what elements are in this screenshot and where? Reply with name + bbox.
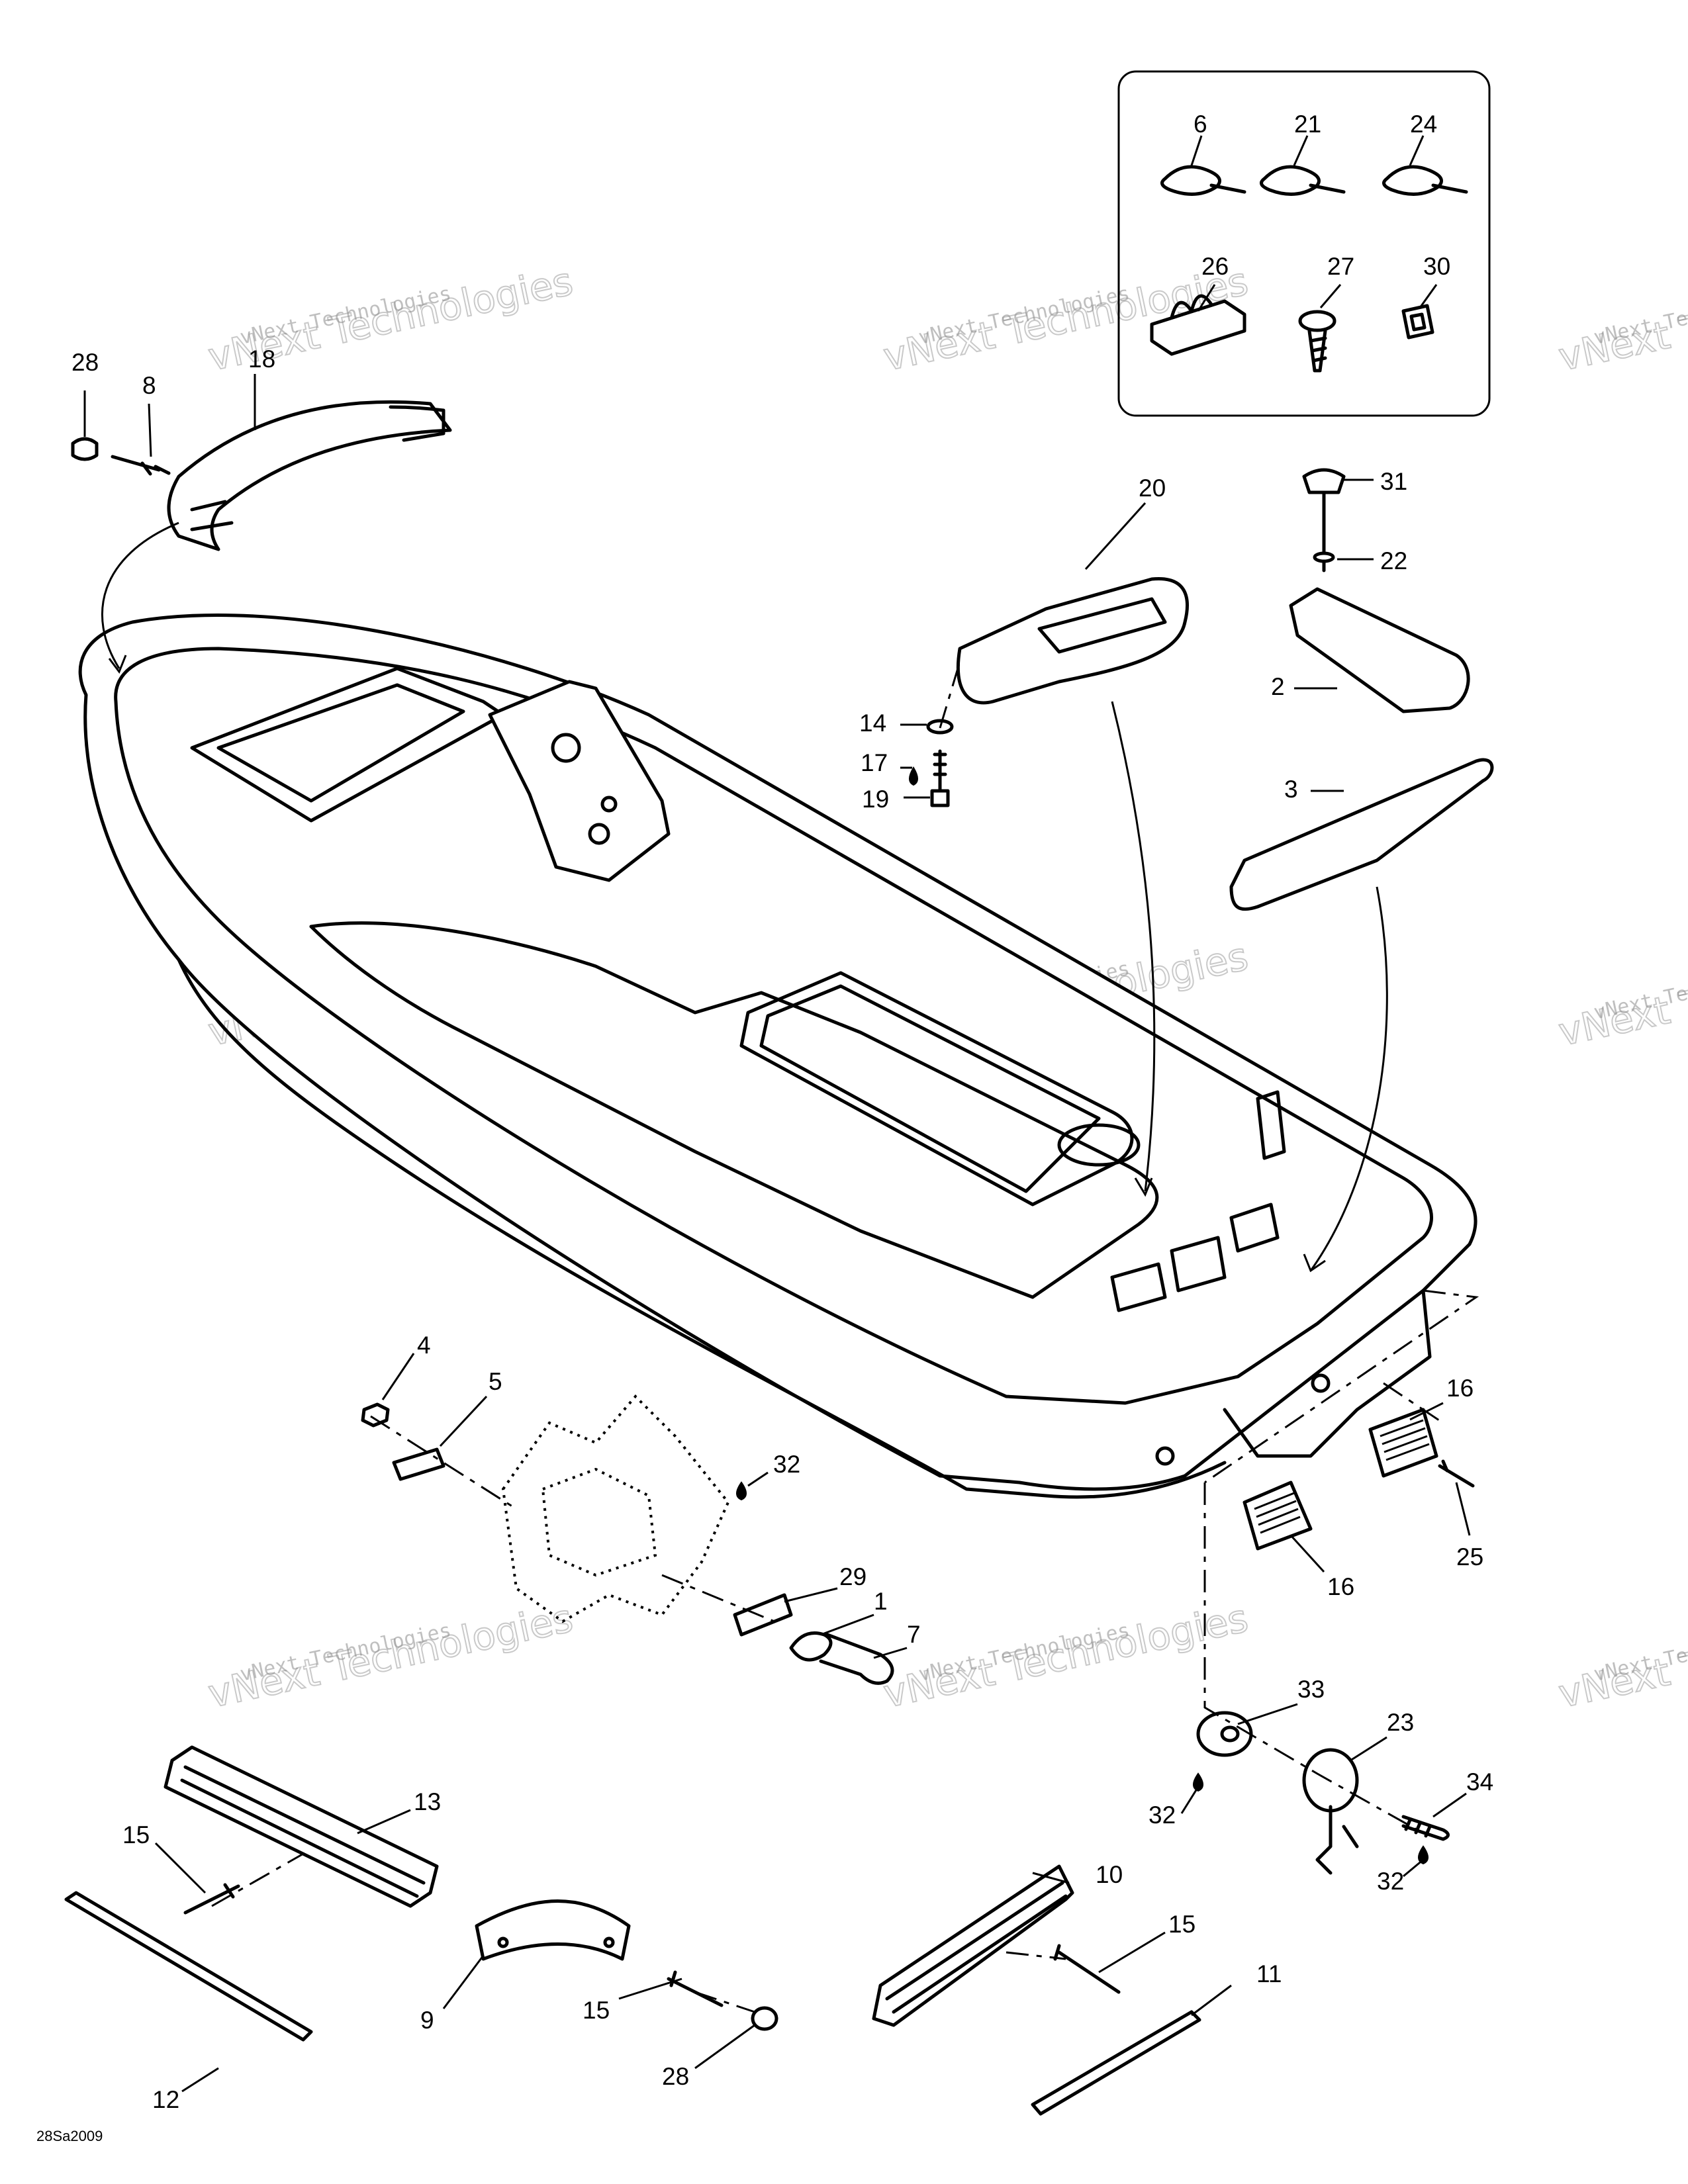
trim-strip-12 <box>64 1891 313 2042</box>
callout-labels: 6 21 24 26 27 30 28 8 18 20 31 22 2 14 1… <box>71 111 1493 2113</box>
small-parts-inset <box>1117 70 1491 417</box>
callout-17: 17 <box>861 749 888 776</box>
callout-6: 6 <box>1194 111 1207 138</box>
plate-29 <box>733 1593 793 1637</box>
callout-8: 8 <box>142 372 156 399</box>
bumper-rail-13 <box>164 1745 439 1908</box>
drawing-code: 28Sa2009 <box>36 2128 103 2144</box>
sealant-drop-32a <box>736 1481 747 1501</box>
seat-20 <box>956 576 1189 705</box>
mat-2 <box>1289 587 1470 713</box>
screw-34 <box>1401 1815 1450 1841</box>
callout-32-left: 32 <box>1149 1801 1176 1829</box>
sealant-drop-32b <box>1193 1772 1203 1792</box>
callout-22: 22 <box>1380 547 1407 574</box>
inset-frame <box>1117 70 1491 417</box>
callout-10: 10 <box>1096 1861 1123 1888</box>
bumper-rail-10 <box>872 1864 1074 2027</box>
callout-30: 30 <box>1423 253 1450 280</box>
cable-tie-24 <box>1382 165 1468 196</box>
callout-16-right: 16 <box>1446 1375 1474 1402</box>
callout-12: 12 <box>152 2086 179 2113</box>
screw-25 <box>1438 1459 1475 1488</box>
callout-11: 11 <box>1256 1960 1282 1987</box>
drain-plug-23 <box>1302 1748 1359 1875</box>
callout-19: 19 <box>862 786 889 813</box>
callout-29: 29 <box>839 1563 867 1590</box>
trim-strip-11 <box>1031 2010 1201 2116</box>
callout-4: 4 <box>417 1332 431 1359</box>
screw-27 <box>1298 310 1336 373</box>
svg-text:vNext Technologies: vNext Technologies <box>880 1596 1252 1717</box>
gasket-33 <box>1196 1711 1253 1757</box>
assembly-lines <box>211 661 1479 2013</box>
callout-14: 14 <box>859 709 886 737</box>
rivet-22 <box>1313 551 1335 572</box>
plug-31 <box>1302 468 1346 554</box>
callout-23: 23 <box>1387 1709 1414 1736</box>
callout-18: 18 <box>248 345 275 373</box>
callout-15-right: 15 <box>1168 1911 1196 1938</box>
watermark: vNext Technologies vNext Technologies <box>1554 933 1688 1056</box>
engine-bracket <box>501 1394 730 1623</box>
vent-cover-16a <box>1368 1408 1438 1478</box>
cap-28 <box>751 2006 778 2031</box>
watermark: vNext Technologies vNext Technologies <box>1554 1595 1688 1717</box>
callout-2: 2 <box>1271 673 1285 700</box>
plate-5 <box>392 1447 445 1481</box>
callout-28-bottom: 28 <box>662 2063 689 2090</box>
callout-28-top: 28 <box>71 349 99 376</box>
watermark: vNext Technologies vNext Technologies <box>879 1595 1252 1717</box>
sealant-drop-17 <box>909 766 918 786</box>
rivet-15b <box>667 1970 724 2007</box>
callout-31: 31 <box>1380 468 1407 495</box>
rivet-15c <box>1053 1944 1121 1994</box>
cable-tie-6 <box>1160 165 1246 196</box>
callout-20: 20 <box>1139 475 1166 502</box>
callout-1: 1 <box>874 1588 888 1615</box>
watermark: vNext Technologies vNext Technologies <box>204 1595 577 1717</box>
bumper-9 <box>475 1899 631 1961</box>
sealant-drop-32c <box>1418 1845 1429 1865</box>
cable-tie-21 <box>1260 165 1346 196</box>
callout-15-left: 15 <box>122 1821 150 1848</box>
clip-26 <box>1150 294 1246 356</box>
callout-24: 24 <box>1410 111 1437 138</box>
rivet-8 <box>111 455 171 476</box>
callout-34: 34 <box>1466 1768 1493 1796</box>
callout-32-center: 32 <box>773 1451 800 1478</box>
hull-deck <box>78 613 1477 1499</box>
callout-3: 3 <box>1284 776 1298 803</box>
leader-lines <box>83 135 1471 2093</box>
arrows <box>101 522 1388 1273</box>
callout-21: 21 <box>1294 111 1321 138</box>
callout-9: 9 <box>420 2007 434 2034</box>
clip-30 <box>1401 304 1434 340</box>
callout-26: 26 <box>1201 253 1229 280</box>
nut-4 <box>361 1402 390 1428</box>
callout-27: 27 <box>1327 253 1354 280</box>
u-bolt-7 <box>819 1633 894 1685</box>
callout-32-right: 32 <box>1377 1868 1404 1895</box>
svg-text:vNext Technologies: vNext Technologies <box>205 1596 577 1717</box>
callout-16-left: 16 <box>1327 1573 1354 1600</box>
callout-25: 25 <box>1456 1543 1483 1570</box>
watermark: vNext Technologies vNext Technologies <box>1554 258 1688 381</box>
callout-15-center: 15 <box>583 1997 610 2024</box>
callout-33: 33 <box>1297 1676 1325 1703</box>
mat-3 <box>1229 758 1494 911</box>
callout-13: 13 <box>414 1788 441 1815</box>
bolt-19 <box>930 749 950 807</box>
rivet-15a <box>183 1883 240 1915</box>
vent-cover-16b <box>1243 1480 1313 1551</box>
callout-5: 5 <box>489 1368 502 1395</box>
nut-28 <box>71 437 99 461</box>
handle-pad-18 <box>167 400 452 551</box>
callout-7: 7 <box>907 1621 921 1648</box>
bracket-1 <box>789 1631 833 1662</box>
